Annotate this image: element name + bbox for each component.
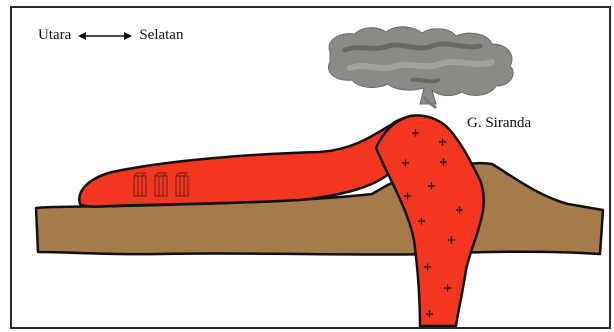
double-headed-arrow-icon [77,30,133,42]
direction-indicator: Utara Selatan [38,28,183,43]
direction-label-north: Utara [38,28,71,43]
volcano-name-label: G. Siranda [467,116,531,131]
ash-cloud [328,27,513,108]
direction-label-south: Selatan [139,28,183,43]
